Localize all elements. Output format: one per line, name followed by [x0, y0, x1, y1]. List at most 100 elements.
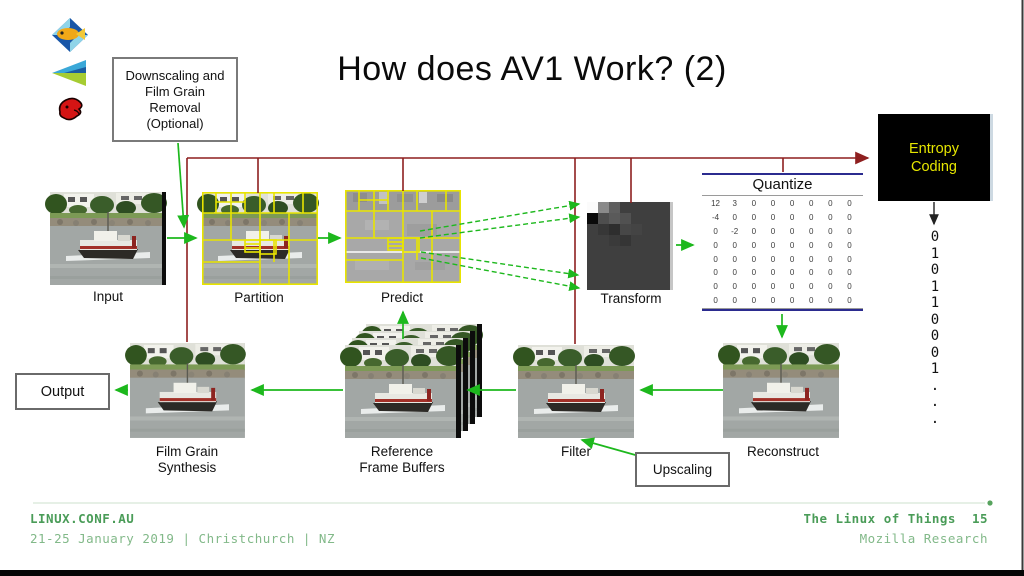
quantize-cell: 3: [732, 199, 737, 209]
downscaling-box: Downscaling and Film Grain Removal (Opti…: [112, 57, 238, 142]
upscaling-box: Upscaling: [635, 452, 730, 487]
quantize-cell: 0: [770, 268, 776, 278]
quantize-cell: 0: [789, 240, 795, 250]
quantize-cell: 0: [808, 268, 814, 278]
quantize-cell: 0: [847, 282, 852, 292]
quantize-cell: 0: [828, 295, 833, 305]
bitstream-digit: 0: [930, 328, 940, 344]
bitstream-digit: 1: [930, 295, 940, 311]
footer-page-number: 15: [971, 511, 988, 526]
quantize-cell: 0: [789, 226, 795, 236]
quantize-cell: 0: [713, 226, 718, 236]
quantize-cell: 0: [808, 213, 814, 223]
quantize-cell: 0: [847, 199, 852, 209]
predict-label: Predict: [380, 290, 424, 305]
entropy-coding-box: Entropy Coding: [878, 114, 993, 201]
footer-org: Mozilla Research: [859, 531, 988, 546]
daala-triangle-logo: [52, 60, 86, 86]
quantize-cell: 0: [751, 213, 757, 223]
quantize-cell: 0: [751, 295, 757, 305]
input-image: [44, 191, 168, 286]
quantize-cell: -2: [731, 226, 739, 236]
filter-image: [512, 344, 636, 439]
quantize-cell: 0: [713, 295, 718, 305]
quantize-cell: -4: [712, 213, 720, 223]
quantize-cell: 0: [808, 282, 814, 292]
quantize-top-border: [702, 173, 863, 175]
input-label: Input: [92, 289, 124, 304]
quantize-cell: 0: [751, 268, 757, 278]
reconstruct-label: Reconstruct: [746, 444, 820, 459]
bottom-black-bar: [0, 570, 1024, 576]
quantize-footer-rule: [702, 308, 863, 310]
quantize-cell: 0: [751, 282, 757, 292]
quantize-cell: 0: [732, 268, 737, 278]
film-grain-synthesis-label: Film Grain Synthesis: [155, 444, 219, 475]
footer-talk-title: The Linux of Things 15: [803, 511, 988, 526]
bitstream-digit: 1: [930, 278, 940, 295]
output-box: Output: [15, 373, 110, 410]
quantize-cell: 0: [713, 254, 718, 264]
quantize-grid: 12 3 0 0 0 0 0 0 -4 0 0 0 0 0 0 0 0 -2 0 0 0 0 0 0 0 0 0 0 0 0 0 0 0 0 0 0 0…: [702, 196, 863, 308]
quantize-cell: 0: [828, 282, 833, 292]
transform-label: Transform: [600, 291, 662, 306]
quantize-cell: 0: [770, 295, 776, 305]
reference-frame-buffers-label: Reference Frame Buffers: [359, 444, 445, 475]
quantize-cell: 0: [789, 213, 795, 223]
quantize-cell: 0: [713, 268, 718, 278]
reference-frame-buffers-image: [339, 323, 484, 439]
predict-image: [344, 189, 462, 284]
quantize-cell: 0: [808, 295, 814, 305]
reconstruct-image: [717, 342, 841, 439]
quantize-title: Quantize: [752, 176, 813, 193]
bitstream-digit: 0: [930, 344, 940, 361]
xiph-fish-logo: [52, 18, 88, 52]
quantize-cell: 0: [732, 254, 737, 264]
footer-talk-title-text: The Linux of Things: [803, 511, 956, 526]
quantize-cell: 0: [770, 254, 776, 264]
quantize-cell: 0: [751, 240, 757, 250]
filter-label: Filter: [561, 444, 591, 459]
partition-image: [196, 191, 320, 286]
partition-label: Partition: [234, 290, 284, 305]
quantize-cell: 0: [770, 213, 776, 223]
quantize-bottom-border: [702, 309, 863, 312]
quantize-cell: 0: [789, 199, 795, 209]
quantize-cell: 0: [847, 226, 852, 236]
quantize-cell: 12: [711, 199, 721, 209]
quantize-cell: 0: [808, 226, 814, 236]
footer-details: 21-25 January 2019 | Christchurch | NZ: [30, 531, 335, 546]
quantize-cell: 0: [770, 282, 776, 292]
quantize-cell: 0: [770, 240, 776, 250]
quantize-cell: 0: [828, 199, 833, 209]
quantize-cell: 0: [770, 226, 776, 236]
red-mascot-logo: [58, 97, 83, 121]
bitstream-digit: .: [930, 410, 940, 427]
quantize-cell: 0: [789, 254, 795, 264]
bitstream-digit: 1: [930, 361, 940, 377]
quantize-cell: 0: [828, 240, 833, 250]
quantize-cell: 0: [828, 226, 833, 236]
quantize-header-rule: [702, 195, 863, 196]
quantize-cell: 0: [847, 240, 852, 250]
quantize-cell: 0: [789, 268, 795, 278]
bitstream-digit: 0: [930, 262, 940, 278]
quantize-cell: 0: [751, 254, 757, 264]
side-info-lines: [186, 151, 870, 344]
quantize-cell: 0: [808, 199, 814, 209]
quantize-cell: 0: [751, 226, 757, 236]
predict-to-transform-arrows: [419, 200, 581, 291]
quantize-cell: 0: [732, 295, 737, 305]
quantize-cell: 0: [847, 254, 852, 264]
quantize-table: Quantize 12 3 0 0 0 0 0 0 -4 0 0 0 0 0 0 0 0 -2 0 0 0 0 0 0 0 0 0 0…: [702, 173, 863, 312]
quantize-cell: 0: [732, 282, 737, 292]
quantize-cell: 0: [751, 199, 757, 209]
bitstream-digit: 0: [930, 311, 940, 328]
quantize-cell: 0: [808, 240, 814, 250]
quantize-cell: 0: [789, 282, 795, 292]
quantize-cell: 0: [732, 213, 737, 223]
quantize-cell: 0: [713, 240, 718, 250]
quantize-cell: 0: [789, 295, 795, 305]
